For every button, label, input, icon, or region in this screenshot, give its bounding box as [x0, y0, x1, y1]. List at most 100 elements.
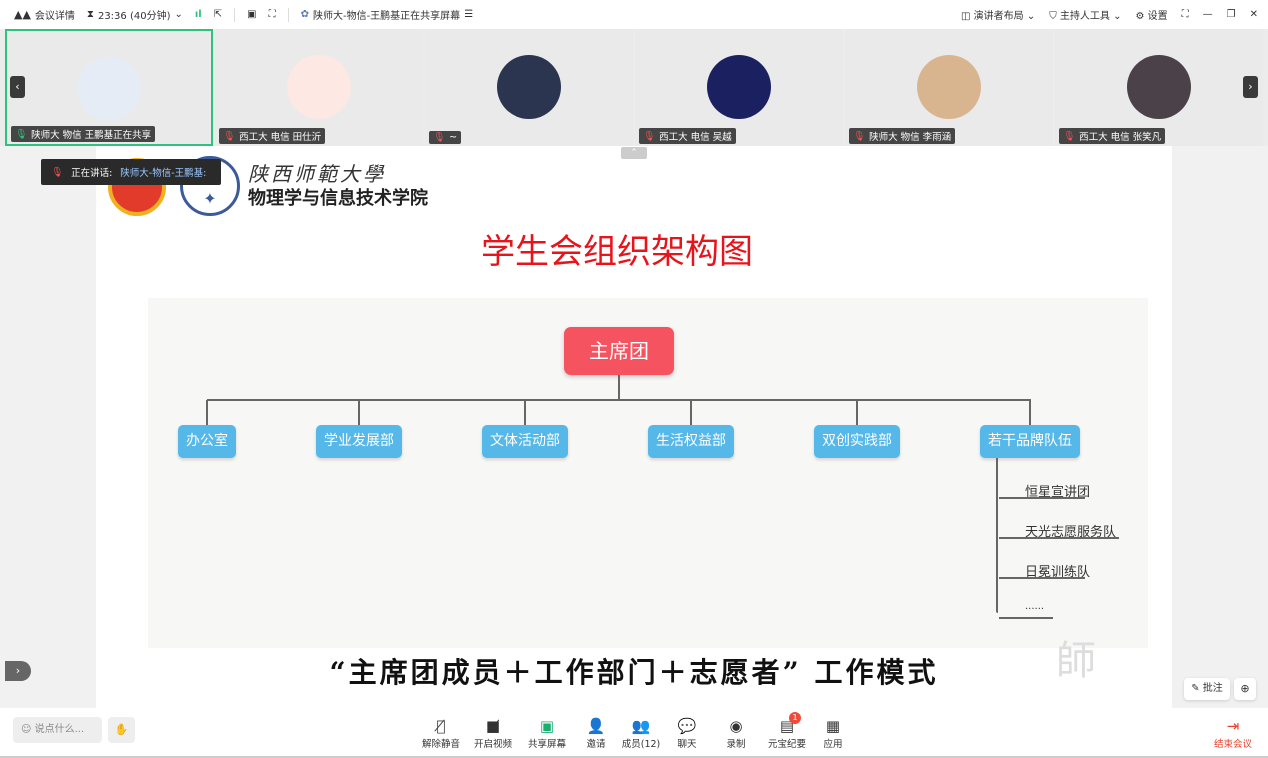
mic-muted-icon: 🎙	[853, 130, 866, 142]
school-badge-icon: ✿	[300, 9, 309, 20]
participant-strip: 🎙陕师大 物信 王鹏基正在共享 🎙西工大 电信 田仕沂 🎙~ 🎙西工大 电信 吴越 🎙陕…	[0, 29, 1268, 146]
participant-name-tag: 🎙陕师大 物信 王鹏基正在共享	[11, 126, 156, 142]
invite-button[interactable]: 👤邀请	[566, 716, 626, 750]
underline	[999, 497, 1085, 499]
connector	[206, 400, 208, 425]
participant-name-tag: 🎙西工大 电信 吴越	[639, 128, 736, 144]
mic-muted-icon: 🎙̸	[436, 717, 446, 735]
signal-icon: ıl	[194, 9, 202, 20]
share-screen-button[interactable]: ▣共享屏幕	[517, 716, 577, 750]
menu-icon[interactable]: ☰	[464, 9, 474, 20]
zoom-in-icon[interactable]: ⊕	[1234, 678, 1256, 700]
connector	[690, 400, 692, 425]
minimize-icon[interactable]: —	[1202, 9, 1213, 20]
divider	[287, 7, 289, 22]
host-tools-button[interactable]: ⛉ 主持人工具 ⌄	[1049, 11, 1122, 22]
participant-tile[interactable]: 🎙西工大 电信 田仕沂	[215, 29, 423, 146]
avatar	[77, 57, 141, 121]
apps-button[interactable]: ▦应用	[803, 716, 863, 750]
underline	[999, 617, 1053, 619]
mic-muted-icon: 🎙	[223, 130, 236, 142]
sharing-title: ✿陕师大-物信-王鹏基正在共享屏幕☰	[300, 9, 474, 22]
video-button[interactable]: ■̸开启视频	[463, 716, 523, 750]
settings-button[interactable]: ⚙ 设置	[1135, 11, 1168, 22]
participant-tile[interactable]: 🎙西工大 电信 张笑凡	[1055, 29, 1263, 146]
mic-muted-icon: 🎙	[643, 130, 656, 142]
department-node: 生活权益部	[648, 425, 734, 458]
shared-slide: ✦ 陕西师範大學 物理学与信息技术学院 学生会组织架构图 師 “主席团成员＋工作…	[96, 146, 1172, 708]
department-node: 学业发展部	[316, 425, 402, 458]
participant-name-tag: 🎙~	[429, 131, 462, 144]
college-name: 物理学与信息技术学院	[248, 188, 428, 209]
department-node: 若干品牌队伍	[980, 425, 1080, 458]
chat-quick-input[interactable]: ☺ 说点什么...	[13, 717, 102, 743]
annotate-button[interactable]: ✎ 批注	[1184, 678, 1230, 700]
meeting-details-button[interactable]: ▲▲会议详情	[14, 8, 75, 22]
screen-share-icon: ▣	[539, 717, 555, 735]
connector	[856, 400, 858, 425]
department-node: 办公室	[178, 425, 236, 458]
top-bar: ▲▲会议详情 ⧗23:36 (40分钟)⌄ ıl ⇱ ▣ ⛶ ✿陕师大-物信-王…	[0, 0, 1268, 29]
bottom-toolbar: ☺ 说点什么... ✋ 🎙̸解除静音 ■̸开启视频 ▣共享屏幕 👤邀请 👥成员(…	[0, 708, 1268, 758]
underline	[999, 577, 1085, 579]
collapse-strip-button[interactable]: ⌃	[621, 147, 647, 159]
chat-button[interactable]: 💬聊天	[657, 716, 717, 750]
strip-right-arrow[interactable]: ›	[1243, 76, 1258, 98]
connector	[207, 399, 1031, 401]
logo-icon: ▲▲	[14, 8, 31, 21]
members-button[interactable]: 👥成员(12)	[611, 716, 671, 750]
record-icon: ◉	[729, 717, 743, 735]
slogan: “主席团成员＋工作部门＋志愿者” 工作模式	[329, 656, 939, 689]
record-button[interactable]: ◉录制	[706, 716, 766, 750]
avatar	[707, 55, 771, 119]
gear-icon: ⚙	[1135, 11, 1145, 22]
shield-icon: ⛉	[1049, 11, 1057, 22]
close-icon[interactable]: ✕	[1249, 9, 1258, 20]
window-controls: ◫ 演讲者布局 ⌄ ⛉ 主持人工具 ⌄ ⚙ 设置 ⛶ — ❐ ✕	[961, 0, 1258, 29]
translate-icon[interactable]: ⛶	[268, 9, 276, 20]
watermark-calligraphy: 師	[1056, 638, 1096, 684]
chevron-down-icon: ⌄	[174, 9, 183, 20]
team-item: 恒星宣讲团	[1025, 485, 1091, 500]
connector	[524, 400, 526, 425]
users-icon: 👥	[631, 717, 651, 735]
mic-muted-icon: 🎙	[433, 132, 446, 143]
avatar	[497, 55, 561, 119]
avatar	[917, 55, 981, 119]
participant-name-tag: 🎙西工大 电信 张笑凡	[1059, 128, 1166, 144]
end-meeting-button[interactable]: ⇥结束会议	[1203, 716, 1263, 750]
participant-tile[interactable]: 🎙西工大 电信 吴越	[635, 29, 843, 146]
expand-panel-button[interactable]: ›	[5, 661, 31, 681]
unmute-button[interactable]: 🎙̸解除静音	[411, 716, 471, 750]
document-icon[interactable]: ▣	[247, 9, 257, 20]
divider	[234, 7, 236, 22]
raise-hand-icon[interactable]: ✋	[108, 717, 135, 743]
avatar	[1127, 55, 1191, 119]
mic-muted-icon: 🎙	[51, 166, 64, 178]
team-item: 天光志愿服务队	[1025, 525, 1117, 540]
apps-grid-icon: ▦	[825, 717, 841, 735]
popout-icon[interactable]: ⇱	[213, 9, 223, 20]
chat-icon: 💬	[677, 717, 697, 735]
participant-tile[interactable]: 🎙~	[425, 29, 633, 146]
slide-title: 学生会组织架构图	[481, 232, 753, 272]
participant-name-tag: 🎙西工大 电信 田仕沂	[219, 128, 326, 144]
avatar	[287, 55, 351, 119]
speaking-indicator: 🎙正在讲话:陕师大-物信-王鹏基:	[41, 159, 221, 185]
timer[interactable]: ⧗23:36 (40分钟)⌄	[86, 9, 183, 22]
participant-tile[interactable]: 🎙陕师大 物信 李雨涵	[845, 29, 1053, 146]
strip-left-arrow[interactable]: ‹	[10, 76, 25, 98]
root-node: 主席团	[564, 327, 674, 375]
layout-button[interactable]: ◫ 演讲者布局 ⌄	[961, 11, 1036, 22]
notification-badge: 1	[789, 712, 801, 724]
team-item: 日冕训练队	[1025, 565, 1091, 580]
fullscreen-icon[interactable]: ⛶	[1181, 9, 1189, 20]
camera-off-icon: ■̸	[485, 717, 501, 735]
participant-tile[interactable]: 🎙陕师大 物信 王鹏基正在共享	[5, 29, 213, 146]
connector	[618, 375, 620, 400]
team-item: ......	[1025, 601, 1045, 612]
add-user-icon: 👤	[586, 717, 606, 735]
participant-name-tag: 🎙陕师大 物信 李雨涵	[849, 128, 956, 144]
maximize-icon[interactable]: ❐	[1226, 9, 1236, 20]
